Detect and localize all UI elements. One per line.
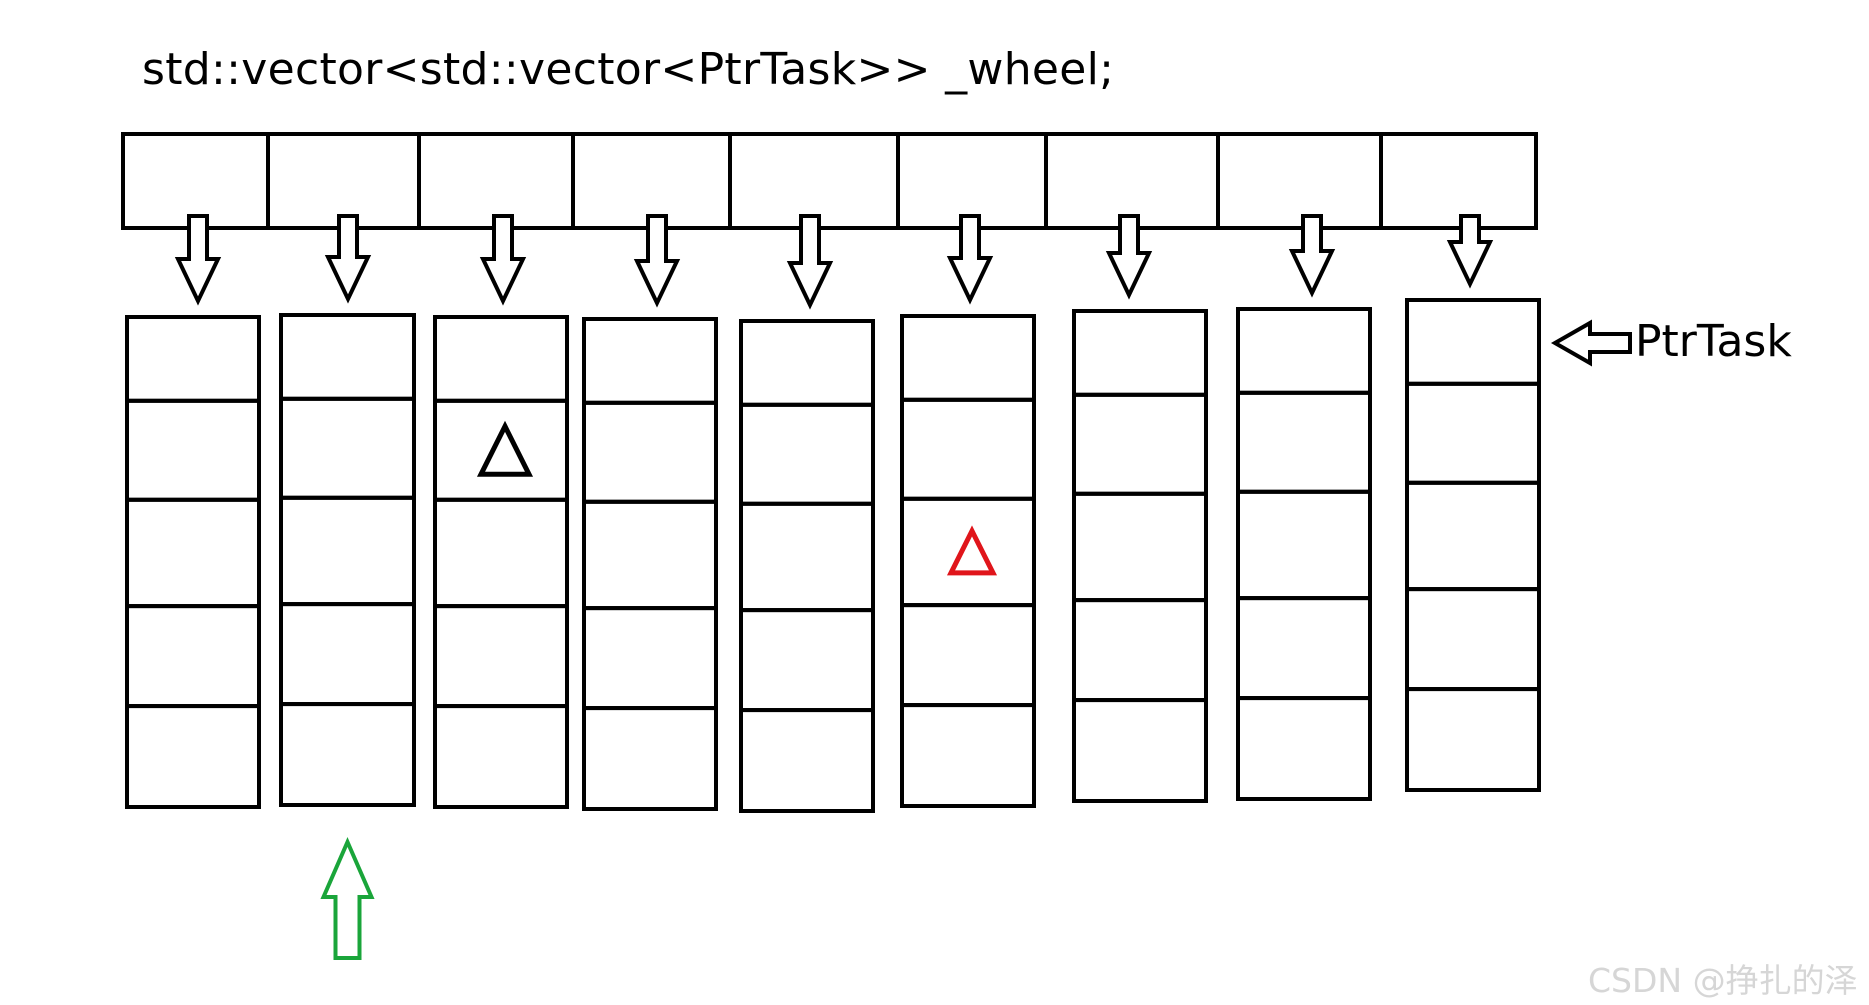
slot-arrow-7	[1105, 214, 1153, 300]
ptrtask-pointer-arrow	[1550, 319, 1632, 367]
wheel-slot-6	[896, 132, 1048, 230]
bucket-2-cell-3	[279, 495, 416, 607]
left-arrow-icon	[1550, 319, 1632, 367]
wheel-declaration-title: std::vector<std::vector<PtrTask>> _wheel…	[142, 44, 1115, 95]
bucket-columns	[125, 298, 1541, 813]
bucket-7-cell-4	[1072, 598, 1208, 703]
bucket-3-cell-4	[433, 604, 569, 709]
bucket-4-cell-4	[582, 606, 718, 711]
black-triangle-marker	[476, 420, 534, 477]
bucket-6-cell-4	[900, 603, 1036, 708]
bucket-5-cell-5	[739, 708, 875, 813]
bucket-7-cell-5	[1072, 698, 1208, 803]
bucket-1-cell-2	[125, 398, 261, 502]
slot-arrow-3	[479, 214, 527, 306]
slot-arrow-1	[174, 214, 222, 306]
bucket-7-cell-1	[1072, 309, 1208, 397]
up-arrow-icon	[320, 836, 375, 960]
slot-arrow-2	[324, 214, 372, 304]
bucket-6-cell-5	[900, 703, 1036, 808]
bucket-9-cell-2	[1405, 381, 1541, 485]
bucket-4-cell-5	[582, 706, 718, 811]
bucket-3	[433, 315, 569, 809]
bucket-5-cell-2	[739, 402, 875, 506]
bucket-9-cell-4	[1405, 587, 1541, 692]
bucket-2-cell-1	[279, 313, 416, 401]
slot-arrow-6	[946, 214, 994, 305]
bucket-6-cell-2	[900, 397, 1036, 501]
bucket-9	[1405, 298, 1541, 792]
bucket-4	[582, 317, 718, 811]
bucket-2	[279, 313, 416, 807]
bucket-9-cell-1	[1405, 298, 1541, 386]
bucket-8-cell-5	[1236, 696, 1372, 801]
bucket-5-cell-3	[739, 501, 875, 613]
bucket-6-cell-1	[900, 314, 1036, 402]
bucket-7-cell-2	[1072, 392, 1208, 496]
bucket-2-cell-2	[279, 396, 416, 500]
wheel-slot-9	[1379, 132, 1538, 230]
wheel-slot-8	[1216, 132, 1383, 230]
bucket-5-cell-4	[739, 608, 875, 713]
bucket-1-cell-3	[125, 497, 261, 609]
wheel-slot-5	[728, 132, 900, 230]
bucket-8	[1236, 307, 1372, 801]
bucket-6-cell-3	[900, 496, 1036, 608]
bucket-8-cell-2	[1236, 390, 1372, 494]
current-tick-arrow	[320, 836, 375, 960]
bucket-6	[900, 314, 1036, 808]
red-triangle-marker	[946, 525, 998, 576]
bucket-8-cell-1	[1236, 307, 1372, 395]
bucket-9-cell-5	[1405, 687, 1541, 792]
bucket-9-cell-3	[1405, 480, 1541, 592]
bucket-3-cell-3	[433, 497, 569, 609]
bucket-1-cell-1	[125, 315, 261, 403]
ptrtask-label: PtrTask	[1635, 316, 1792, 367]
bucket-2-cell-4	[279, 602, 416, 707]
watermark: CSDN @挣扎的泽	[1588, 961, 1858, 1000]
bucket-3-cell-1	[433, 315, 569, 403]
wheel-slot-4	[571, 132, 732, 230]
bucket-4-cell-1	[582, 317, 718, 405]
bucket-5-cell-1	[739, 319, 875, 407]
slot-arrow-9	[1446, 214, 1494, 289]
bucket-8-cell-3	[1236, 489, 1372, 601]
bucket-1-cell-4	[125, 604, 261, 709]
bucket-1	[125, 315, 261, 809]
bucket-2-cell-5	[279, 702, 416, 807]
bucket-8-cell-4	[1236, 596, 1372, 701]
slot-arrow-5	[786, 214, 834, 310]
slot-to-bucket-arrows	[174, 214, 1494, 310]
bucket-4-cell-2	[582, 400, 718, 504]
wheel-slot-3	[417, 132, 575, 230]
wheel-slot-2	[266, 132, 421, 230]
slot-arrow-4	[633, 214, 681, 308]
wheel-slot-7	[1044, 132, 1220, 230]
bucket-7	[1072, 309, 1208, 803]
slot-arrow-8	[1288, 214, 1336, 298]
wheel-slot-1	[121, 132, 270, 230]
task-markers	[476, 420, 998, 576]
bucket-3-cell-2	[433, 398, 569, 502]
bucket-4-cell-3	[582, 499, 718, 611]
bucket-3-cell-5	[433, 704, 569, 809]
bucket-1-cell-5	[125, 704, 261, 809]
bucket-5	[739, 319, 875, 813]
wheel-slot-row	[121, 132, 1538, 230]
bucket-7-cell-3	[1072, 491, 1208, 603]
